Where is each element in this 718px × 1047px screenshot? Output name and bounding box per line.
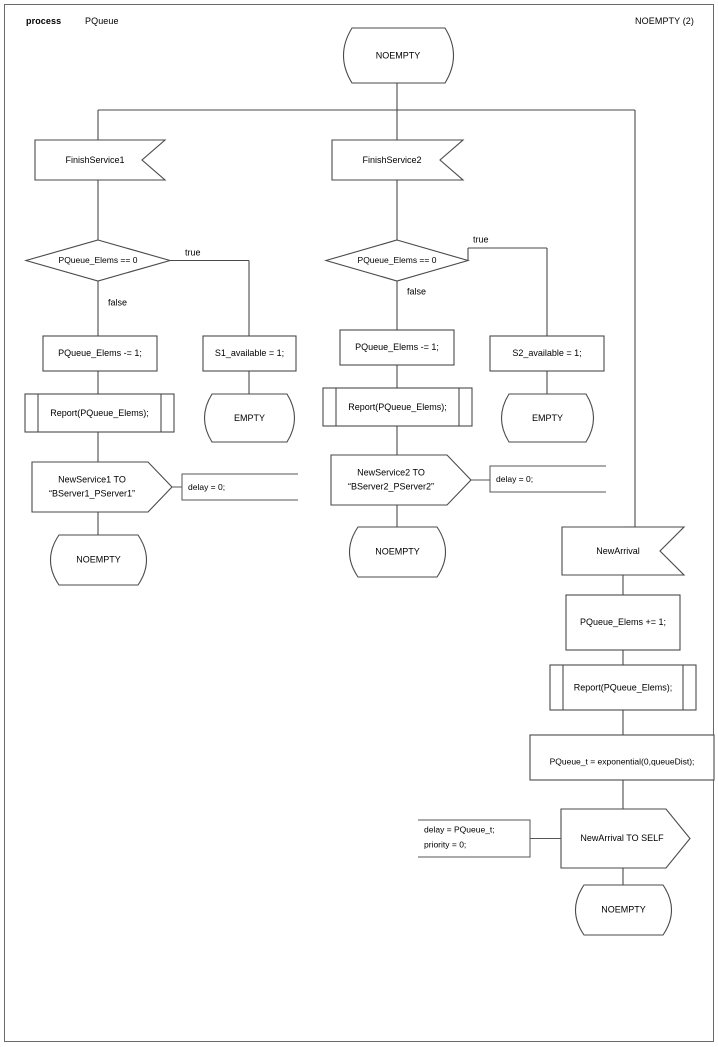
decision-b1: PQueue_Elems == 0 true false [23,239,201,307]
input-finishservice1: FinishService1 [34,139,167,181]
decision-b2-condition: PQueue_Elems == 0 [358,255,437,265]
comment-b2-delay: delay = 0; [489,465,606,493]
output-b1-newservice1: NewService1 TO “BServer1_PServer1” [31,461,173,513]
header-kind-label: process [26,16,62,26]
procedure-b1-report: Report(PQueue_Elems); [24,393,175,433]
page-border [4,4,714,1042]
procedure-b1-report-label: Report(PQueue_Elems); [50,408,149,418]
input-finishservice2-label: FinishService2 [362,155,421,165]
output-b2-newservice2-line1: NewService2 TO [357,467,425,477]
decision-b1-true-label: true [185,247,201,257]
task-b1-decrement-label: PQueue_Elems -= 1; [58,348,142,358]
task-b2-decrement-label: PQueue_Elems -= 1; [355,342,439,352]
output-b1-newservice1-line2: “BServer1_PServer1” [49,488,135,498]
output-b3-newarrival-self-label: NewArrival TO SELF [580,833,664,843]
task-b1-decrement: PQueue_Elems -= 1; [42,335,158,372]
decision-b1-false-label: false [108,297,127,307]
branch-bus [97,109,636,528]
task-b2-s2-available: S2_available = 1; [489,335,605,372]
decision-b2-true-label: true [473,234,489,244]
state-b2-noempty: NOEMPTY [348,526,447,578]
input-newarrival-label: NewArrival [596,546,640,556]
output-b2-newservice2: NewService2 TO “BServer2_PServer2” [330,454,472,506]
comment-b3-line1: delay = PQueue_t; [424,824,495,834]
task-b3-exponential-label: PQueue_t = exponential(0,queueDist); [550,756,695,766]
state-noempty-start-label: NOEMPTY [376,50,421,60]
state-b2-noempty-label: NOEMPTY [375,546,420,556]
task-b1-s1-available: S1_available = 1; [202,335,297,372]
decision-b1-condition: PQueue_Elems == 0 [59,255,138,265]
task-b1-s1-available-label: S1_available = 1; [215,348,284,358]
state-b2-empty-label: EMPTY [532,413,563,423]
input-finishservice1-label: FinishService1 [65,155,124,165]
procedure-b2-report: Report(PQueue_Elems); [322,387,473,427]
state-b1-empty-label: EMPTY [234,413,265,423]
comment-b3-delay-priority: delay = PQueue_t; priority = 0; [418,819,531,858]
procedure-b3-report: Report(PQueue_Elems); [549,664,697,711]
comment-b1-delay-label: delay = 0; [188,482,225,492]
input-newarrival: NewArrival [561,526,686,576]
input-finishservice2: FinishService2 [331,139,465,181]
output-b1-newservice1-line1: NewService1 TO [58,474,126,484]
output-b2-newservice2-line2: “BServer2_PServer2” [348,481,434,491]
comment-b2-delay-label: delay = 0; [496,474,533,484]
header-page-label: NOEMPTY (2) [635,16,694,26]
task-b3-increment: PQueue_Elems += 1; [565,594,681,651]
task-b2-decrement: PQueue_Elems -= 1; [339,329,455,366]
connector-b2-true [467,247,548,336]
task-b2-s2-available-label: S2_available = 1; [512,348,581,358]
output-b3-newarrival-self: NewArrival TO SELF [560,808,691,869]
state-b3-noempty-label: NOEMPTY [601,904,646,914]
comment-b1-delay: delay = 0; [181,473,298,501]
state-b1-empty: EMPTY [203,393,296,443]
state-b3-noempty: NOEMPTY [574,884,673,936]
state-b1-noempty-label: NOEMPTY [76,554,121,564]
decision-b2-false-label: false [407,286,426,296]
state-b2-empty: EMPTY [500,393,595,443]
procedure-b3-report-label: Report(PQueue_Elems); [574,682,673,692]
task-b3-exponential: PQueue_t = exponential(0,queueDist); [529,734,715,781]
decision-b2: PQueue_Elems == 0 true false [324,234,489,296]
state-b1-noempty: NOEMPTY [49,534,148,586]
task-b3-increment-label: PQueue_Elems += 1; [580,617,666,627]
state-noempty-start: NOEMPTY [342,27,455,84]
procedure-b2-report-label: Report(PQueue_Elems); [348,402,447,412]
header-process-name: PQueue [85,16,119,26]
comment-b3-line2: priority = 0; [424,839,466,849]
connector-b1-true [170,259,250,336]
